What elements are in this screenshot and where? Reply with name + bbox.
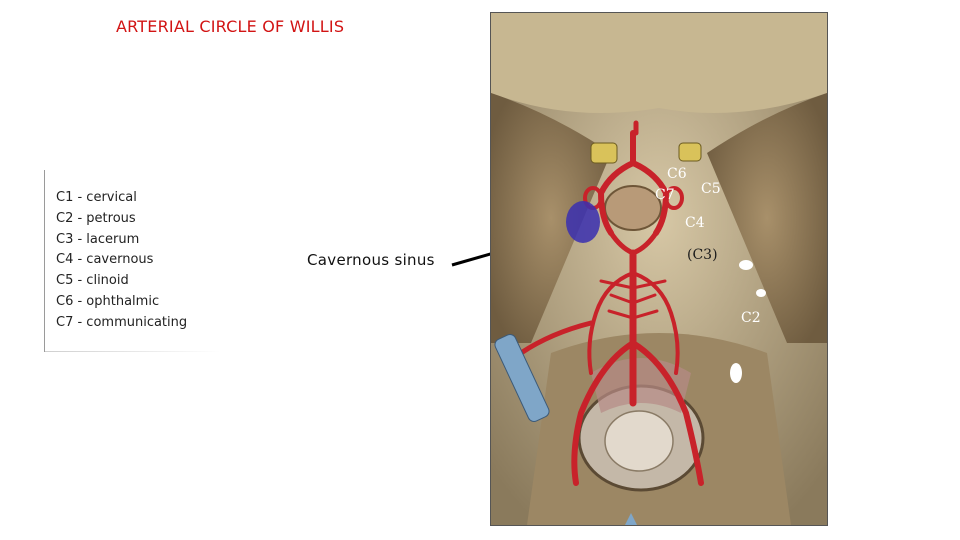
cavernous-sinus-label: Cavernous sinus: [307, 251, 435, 269]
legend-item-c6: C6 - ophthalmic: [56, 293, 160, 309]
spinal-cord: [604, 410, 674, 472]
page-title: ARTERIAL CIRCLE OF WILLIS: [116, 17, 345, 36]
label-c4: C4: [685, 215, 705, 231]
right-middle-fossa: [707, 93, 827, 343]
anatomical-illustration: C6 C7 C5 C4 (C3) C2: [490, 12, 828, 526]
legend-item-c7: C7 - communicating: [56, 314, 188, 330]
label-c3: (C3): [687, 247, 718, 263]
label-c6: C6: [667, 166, 687, 182]
foramen-right-3: [730, 363, 742, 383]
label-c7: C7: [655, 187, 675, 203]
jugular-vessel: [494, 334, 550, 422]
legend-item-c5: C5 - clinoid: [56, 273, 129, 289]
foramen-right-1: [739, 260, 753, 270]
legend-item-c1: C1 - cervical: [56, 190, 137, 205]
legend-item-c2: C2 - petrous: [56, 210, 136, 226]
optic-nerve-left: [590, 142, 618, 164]
cavernous-sinus-marker: [566, 201, 600, 243]
vertebral-vessel: [625, 513, 637, 525]
legend-item-c4: C4 - cavernous: [56, 252, 154, 268]
label-c5: C5: [701, 181, 721, 197]
foramen-right-2: [756, 289, 766, 297]
label-c2: C2: [741, 310, 761, 326]
left-middle-fossa: [491, 93, 611, 343]
skull-base-drawing: C6 C7 C5 C4 (C3) C2: [491, 13, 827, 525]
anterior-fossa: [491, 13, 827, 113]
optic-nerve-right: [678, 142, 702, 162]
legend-item-c3: C3 - lacerum: [56, 231, 140, 247]
right-carotid-loop: [664, 186, 684, 210]
pituitary-fossa: [604, 185, 662, 231]
segment-legend: C1 - cervical C2 - petrous C3 - lacerum …: [44, 170, 221, 352]
legend-underline: [45, 351, 221, 352]
